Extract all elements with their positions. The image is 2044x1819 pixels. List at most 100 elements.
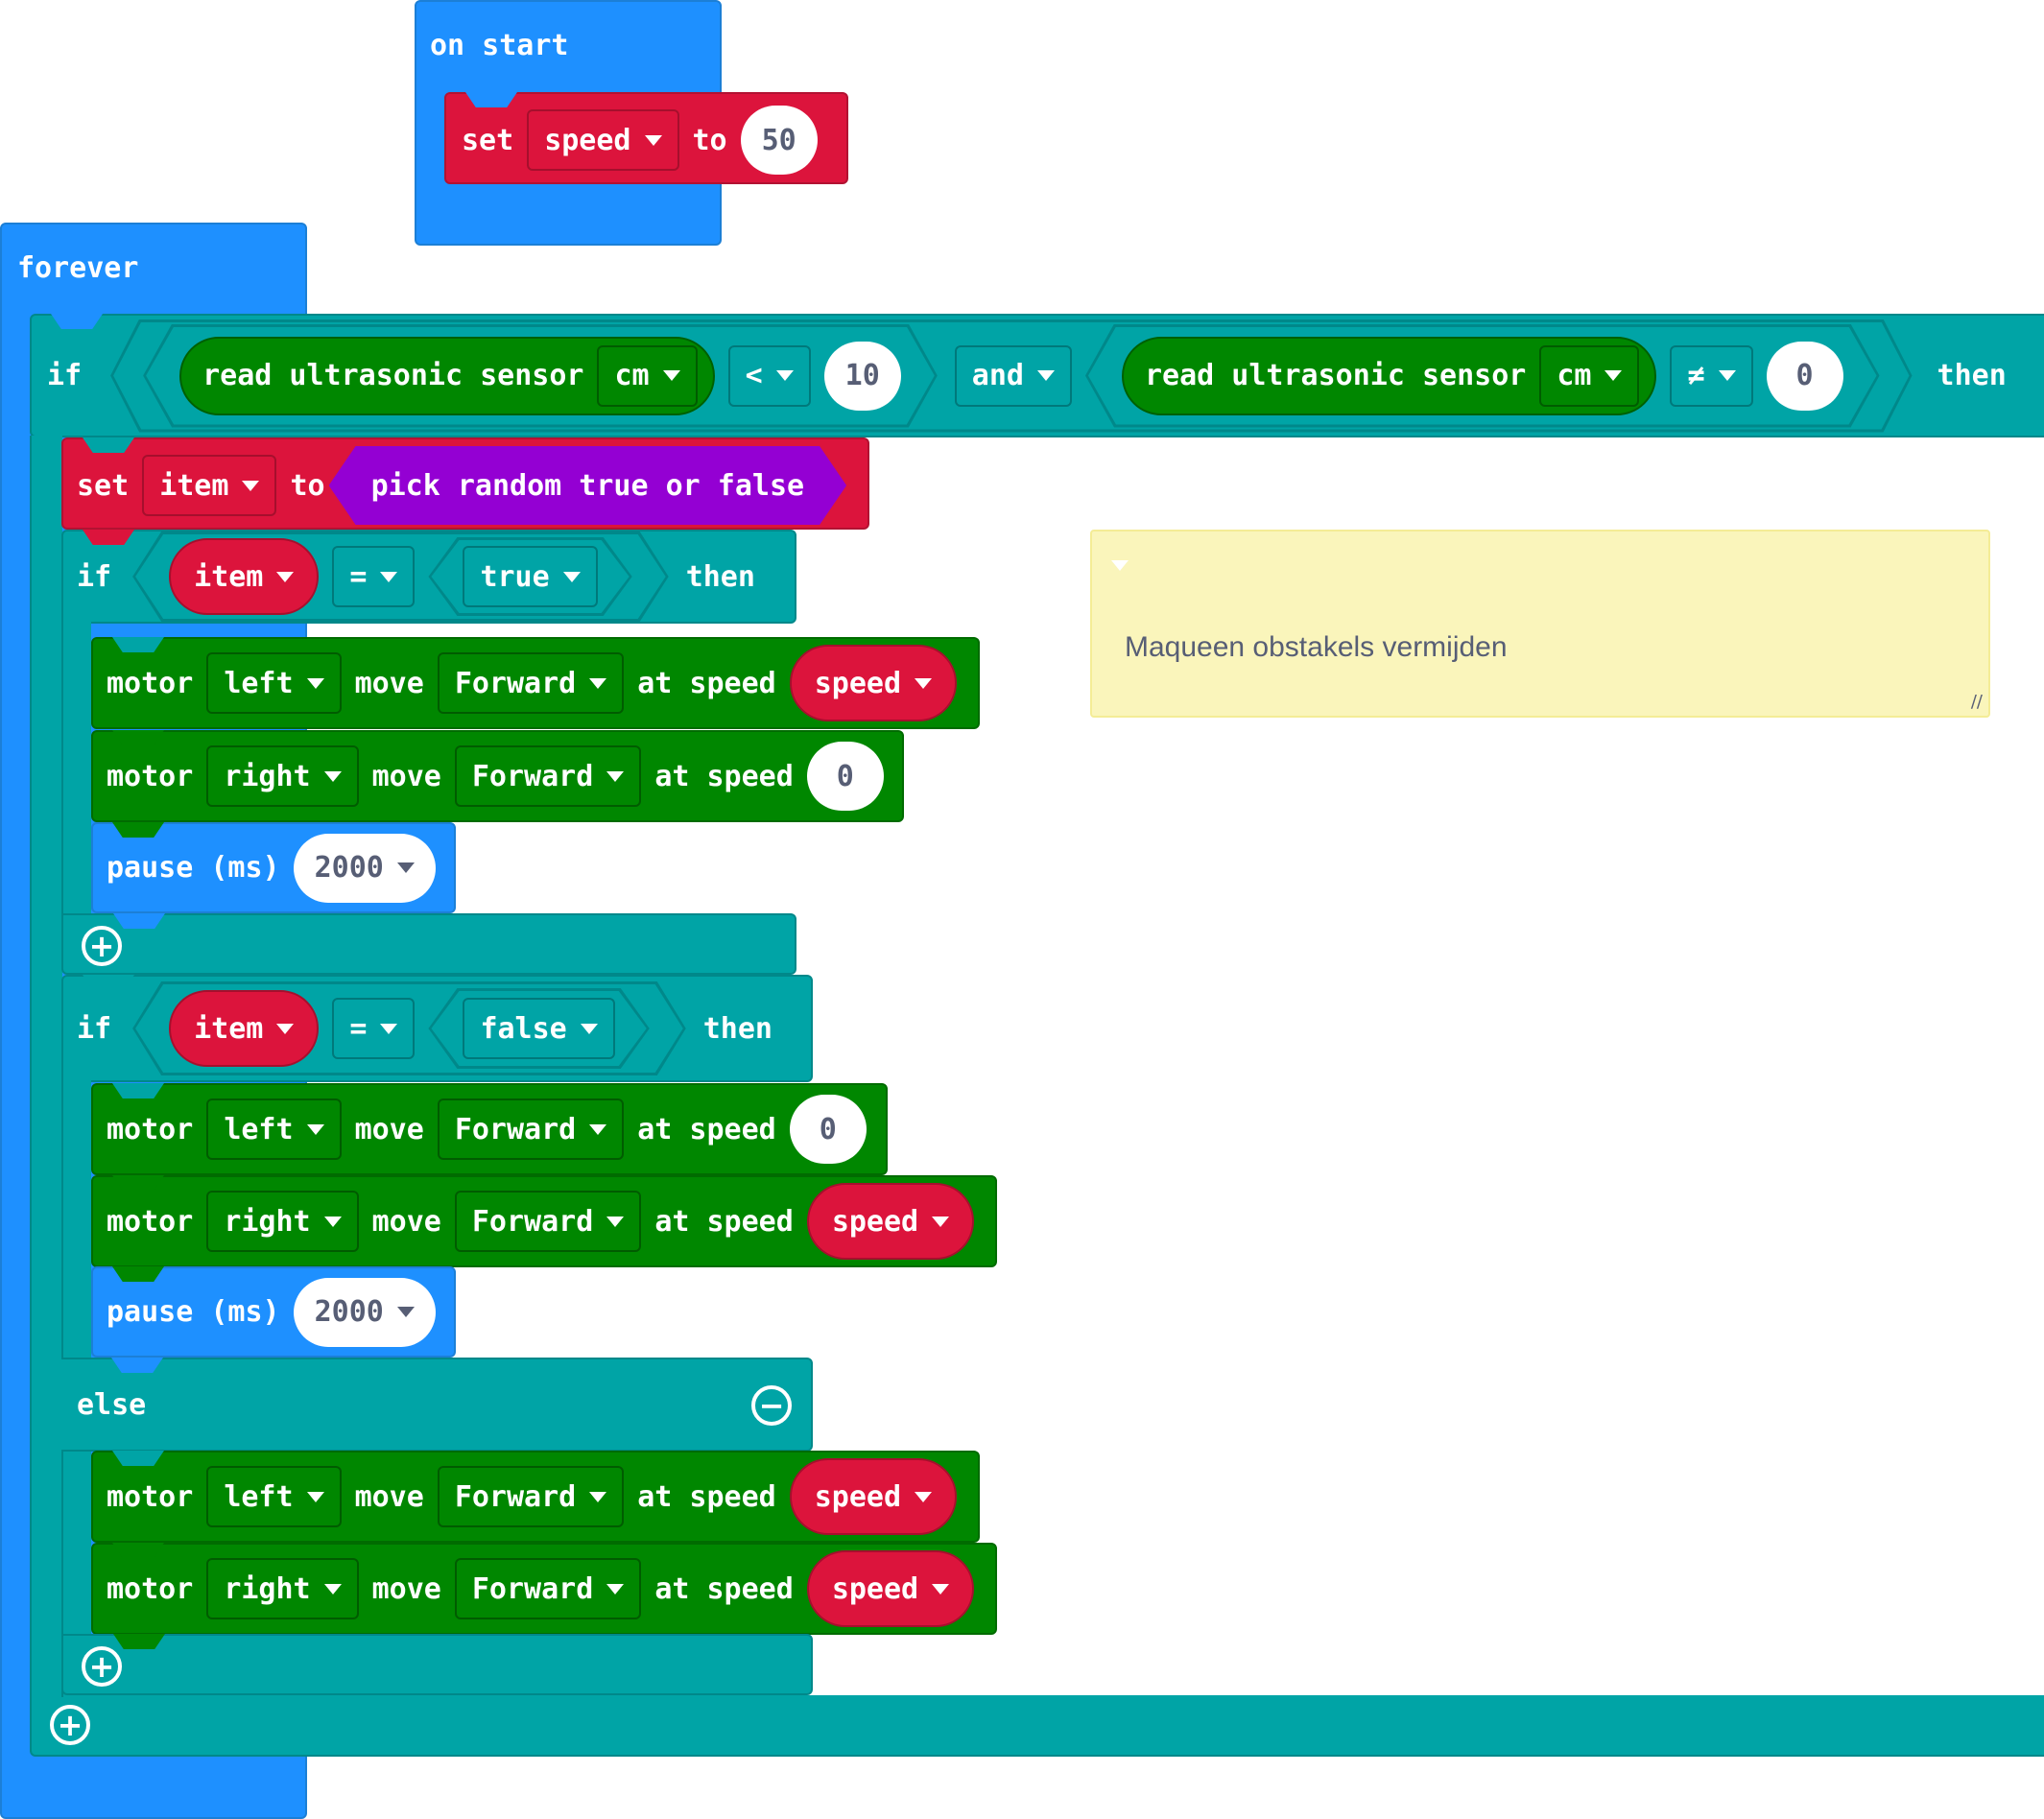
boolean-value[interactable]: true (428, 537, 631, 616)
equals-comparison[interactable]: item = false (132, 981, 686, 1075)
caret-down-icon (396, 862, 415, 873)
block-notch (112, 1451, 164, 1466)
outer-if-header[interactable]: if read ultrasonic sensor cm < 10 and (30, 314, 2044, 437)
logic-operator-value: and (971, 359, 1024, 392)
block-notch (112, 637, 164, 652)
variable-name: item (194, 1011, 264, 1046)
caret-down-icon (644, 134, 662, 146)
pause-duration-dropdown[interactable]: 2000 (293, 1277, 436, 1347)
boolean-value[interactable]: false (428, 988, 649, 1069)
comment-collapse-icon[interactable] (1111, 560, 1129, 571)
motor-side-dropdown[interactable]: right (206, 1191, 359, 1252)
direction-dropdown[interactable]: Forward (437, 652, 625, 714)
number-input[interactable]: 10 (824, 342, 901, 411)
motor-side-dropdown[interactable]: left (206, 1098, 342, 1160)
variable-reporter-item[interactable]: item (169, 990, 319, 1067)
then-label: then (685, 559, 755, 594)
number-input[interactable]: 50 (740, 106, 818, 175)
operator-value: = (349, 1011, 368, 1046)
motor-label: motor (107, 1112, 194, 1146)
caret-down-icon (606, 1216, 625, 1227)
motor-side-value: right (224, 1571, 311, 1606)
caret-down-icon (276, 572, 294, 582)
ultrasonic-sensor-reporter[interactable]: read ultrasonic sensor cm (1122, 337, 1656, 415)
caret-down-icon (606, 1583, 625, 1595)
motor-block-right[interactable]: motor right move Forward at speed speed (91, 1175, 997, 1267)
boolean-dropdown[interactable]: true (463, 546, 597, 607)
if-false-header[interactable]: if item = false then (61, 975, 813, 1082)
boolean-value-label: true (480, 559, 550, 594)
motor-side-dropdown[interactable]: left (206, 652, 342, 714)
move-label: move (371, 759, 441, 793)
if-true-header[interactable]: if item = true then (61, 530, 796, 624)
variable-dropdown[interactable]: speed (527, 109, 679, 171)
motor-block-right[interactable]: motor right move Forward at speed speed (91, 1543, 997, 1635)
and-condition[interactable]: read ultrasonic sensor cm < 10 and read … (110, 319, 1912, 433)
equals-comparison[interactable]: item = true (132, 532, 669, 622)
unit-dropdown[interactable]: cm (1539, 345, 1639, 407)
motor-block-right[interactable]: motor right move Forward at speed 0 (91, 730, 904, 822)
operator-dropdown[interactable]: = (332, 998, 415, 1059)
variable-reporter-speed[interactable]: speed (806, 1550, 975, 1627)
motor-block-left[interactable]: motor left move Forward at speed speed (91, 637, 980, 729)
set-label: set (462, 123, 514, 157)
if-label: if (77, 559, 112, 594)
pause-duration-value: 2000 (314, 851, 384, 885)
workspace-comment[interactable]: Maqueen obstakels vermijden // (1090, 530, 1990, 718)
caret-down-icon (323, 1216, 342, 1227)
block-notch (112, 1175, 164, 1191)
direction-dropdown[interactable]: Forward (454, 1558, 642, 1619)
less-than-comparison[interactable]: read ultrasonic sensor cm < 10 (143, 324, 938, 428)
move-label: move (371, 1571, 441, 1606)
to-label: to (692, 123, 727, 157)
comment-text[interactable]: Maqueen obstakels vermijden (1125, 631, 1508, 663)
direction-dropdown[interactable]: Forward (437, 1466, 625, 1527)
motor-block-left[interactable]: motor left move Forward at speed 0 (91, 1083, 888, 1175)
then-label: then (702, 1011, 772, 1046)
number-input[interactable]: 0 (789, 1095, 867, 1164)
direction-dropdown[interactable]: Forward (454, 1191, 642, 1252)
variable-dropdown[interactable]: item (142, 455, 277, 516)
pause-block[interactable]: pause (ms) 2000 (91, 822, 456, 913)
variable-name: speed (831, 1204, 919, 1239)
variable-name: speed (544, 123, 631, 157)
else-label: else (77, 1388, 147, 1422)
direction-value: Forward (454, 1112, 577, 1146)
move-label: move (354, 1479, 424, 1514)
number-input[interactable]: 0 (806, 742, 884, 811)
pause-duration-dropdown[interactable]: 2000 (293, 833, 436, 903)
ultrasonic-sensor-reporter[interactable]: read ultrasonic sensor cm (179, 337, 714, 415)
motor-block-left[interactable]: motor left move Forward at speed speed (91, 1451, 980, 1543)
variable-reporter-speed[interactable]: speed (806, 1183, 975, 1260)
set-item-block[interactable]: set item to pick random true or false (61, 437, 869, 530)
operator-dropdown[interactable]: = (332, 546, 415, 607)
direction-dropdown[interactable]: Forward (437, 1098, 625, 1160)
operator-dropdown[interactable]: < (728, 345, 811, 407)
number-input[interactable]: 0 (1767, 342, 1843, 411)
caret-down-icon (663, 370, 680, 381)
plus-circle-icon[interactable]: + (50, 1705, 90, 1745)
pick-random-boolean-reporter[interactable]: pick random true or false (329, 446, 847, 525)
variable-reporter-speed[interactable]: speed (789, 1458, 958, 1535)
pick-random-label: pick random true or false (370, 468, 805, 503)
operator-dropdown[interactable]: ≠ (1670, 345, 1752, 407)
set-speed-block[interactable]: set speed to 50 (444, 92, 848, 184)
motor-side-dropdown[interactable]: right (206, 1558, 359, 1619)
direction-dropdown[interactable]: Forward (454, 745, 642, 807)
variable-reporter-item[interactable]: item (169, 538, 319, 615)
not-equal-comparison[interactable]: read ultrasonic sensor cm ≠ 0 (1085, 324, 1880, 428)
motor-side-dropdown[interactable]: right (206, 745, 359, 807)
at-speed-label: at speed (637, 666, 776, 700)
variable-reporter-speed[interactable]: speed (789, 645, 958, 721)
logic-operator-dropdown[interactable]: and (955, 345, 1072, 407)
pause-block[interactable]: pause (ms) 2000 (91, 1266, 456, 1358)
block-notch (113, 1634, 165, 1649)
unit-dropdown[interactable]: cm (597, 345, 697, 407)
motor-side-dropdown[interactable]: left (206, 1466, 342, 1527)
resize-handle-icon[interactable]: // (1970, 692, 1983, 712)
plus-circle-icon[interactable]: + (82, 1646, 122, 1687)
minus-circle-icon[interactable]: − (751, 1385, 792, 1426)
else-section[interactable]: else − (61, 1358, 813, 1452)
boolean-dropdown[interactable]: false (463, 998, 614, 1059)
plus-circle-icon[interactable]: + (82, 926, 122, 966)
